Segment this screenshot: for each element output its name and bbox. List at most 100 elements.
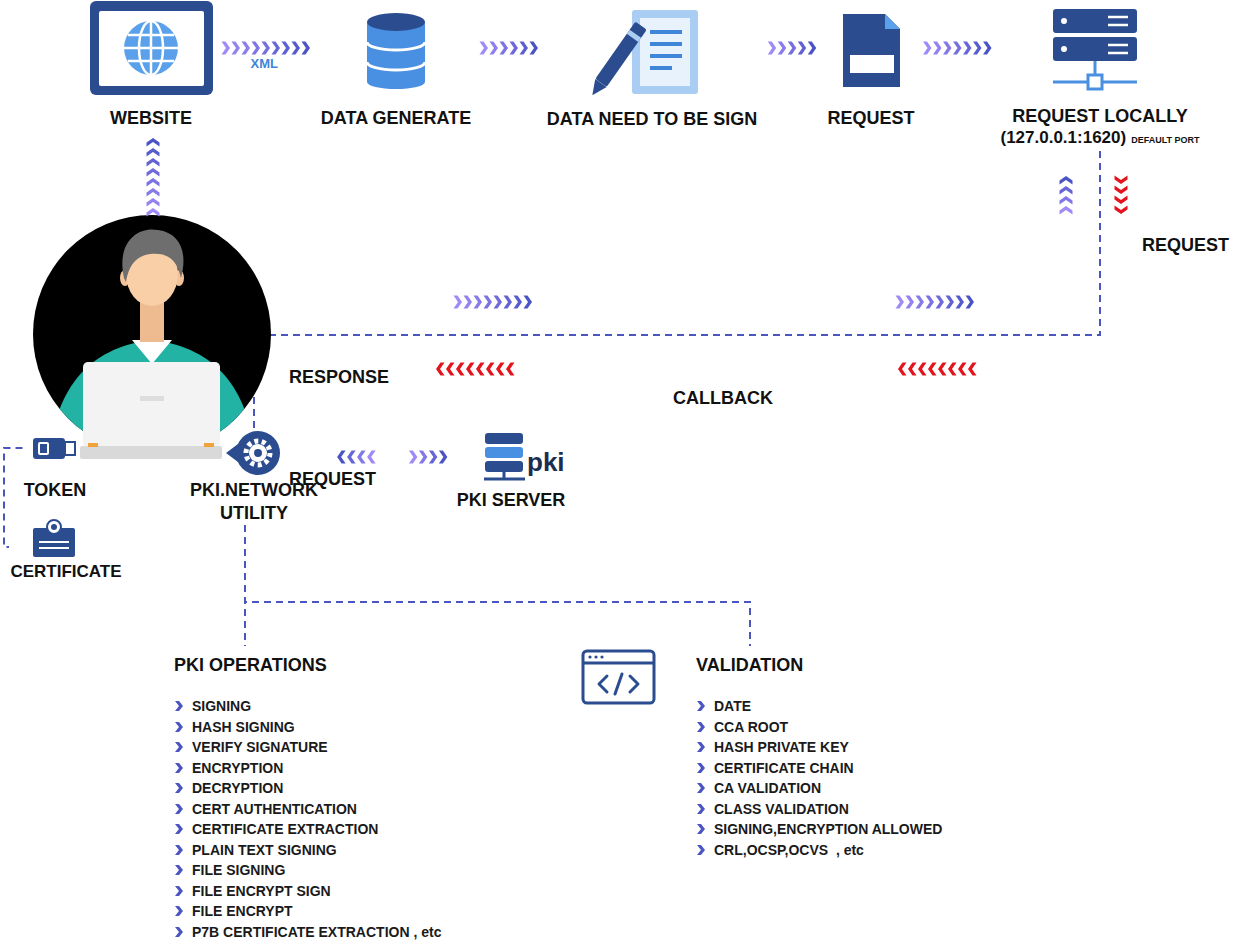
code-window-icon	[588, 655, 591, 658]
bullet-chevron	[696, 700, 706, 712]
flow-chevron	[938, 363, 947, 376]
list-item-text: FILE SIGNING	[192, 860, 285, 881]
connector-path	[334, 457, 451, 458]
code-window-icon	[599, 674, 638, 694]
bullet-chevron	[175, 742, 183, 752]
list-item: CERT AUTHENTICATION	[174, 799, 441, 820]
list-item-text: CRL,OCSP,OCVS , etc	[714, 840, 864, 861]
list-item: SIGNING	[174, 696, 441, 717]
flow-chevron	[946, 296, 955, 309]
connector-chevron	[983, 42, 992, 55]
list-body: SIGNINGHASH SIGNINGVERIFY SIGNATUREENCRY…	[174, 696, 441, 942]
certificate-icon	[39, 542, 69, 548]
list-item: VERIFY SIGNATURE	[174, 737, 441, 758]
node-label: REQUEST	[827, 107, 914, 129]
bullet-chevron	[175, 722, 183, 732]
list-item-text: CERT AUTHENTICATION	[192, 799, 357, 820]
document-icon	[650, 32, 682, 68]
list-heading: VALIDATION	[696, 654, 942, 676]
code-window-icon	[600, 655, 603, 658]
flow-chevron	[1060, 196, 1073, 205]
bullet-chevron	[174, 782, 184, 794]
connector-chevron	[480, 42, 489, 55]
flow-chevron	[464, 296, 473, 309]
bullet-chevron	[175, 886, 183, 896]
bullet-chevron	[175, 783, 183, 793]
flow-chevron	[496, 363, 505, 376]
flow-chevron	[1115, 176, 1128, 185]
list-item-text: PLAIN TEXT SIGNING	[192, 840, 337, 861]
connector-chevron	[798, 42, 807, 55]
list-item-text: SIGNING,ENCRYPTION ALLOWED	[714, 819, 942, 840]
flow-chevron	[514, 296, 523, 309]
connector-chevron	[530, 42, 539, 55]
bullet-chevron	[696, 782, 706, 794]
node-label: WEBSITE	[110, 107, 192, 129]
connector-chevron	[500, 42, 509, 55]
bullet-chevron	[174, 905, 184, 917]
list-item-text: ENCRYPTION	[192, 758, 283, 779]
list-item: HASH PRIVATE KEY	[696, 737, 942, 758]
usb-token-icon	[65, 442, 75, 455]
connector-chevron	[808, 42, 817, 55]
flow-chevron	[504, 296, 513, 309]
pki-server-icon	[484, 472, 525, 479]
document-icon	[587, 10, 698, 99]
utility-gear-icon	[246, 441, 270, 465]
flow-chevron	[454, 296, 463, 309]
connector-chevron	[409, 451, 418, 464]
bullet-chevron	[174, 721, 184, 733]
flow-chevron	[1115, 206, 1128, 215]
connector-chevron	[252, 42, 261, 55]
server-icon	[1053, 37, 1137, 61]
user-illustration	[132, 340, 172, 364]
bullet-chevron	[697, 804, 705, 814]
node-label: PKI SERVER	[457, 489, 566, 511]
label-row: CERTIFICATE	[9, 561, 123, 583]
server-icon	[1061, 18, 1067, 24]
database-icon	[367, 75, 425, 89]
flow-chevron	[147, 198, 160, 207]
flow-chevron	[147, 148, 160, 157]
flow-label: REQUEST	[1142, 235, 1243, 257]
list-item-text: CERTIFICATE EXTRACTION	[192, 819, 378, 840]
node-label: (127.0.0.1:1620)	[1000, 127, 1126, 149]
connector-chevron	[419, 451, 428, 464]
document-icon	[632, 10, 698, 94]
flow-chevron	[966, 296, 975, 309]
flow-chevron	[1060, 206, 1073, 215]
flow-chevron	[456, 363, 465, 376]
pki-server-icon	[484, 433, 525, 479]
local-server-node: REQUEST LOCALLY(127.0.0.1:1620)DEFAULT P…	[999, 8, 1201, 151]
flow-chevron	[956, 296, 965, 309]
list-item: PLAIN TEXT SIGNING	[174, 840, 441, 861]
user-illustration	[204, 443, 214, 447]
bullet-chevron	[175, 927, 183, 937]
dashed-connector	[4, 448, 23, 547]
flow-chevron	[147, 158, 160, 167]
connector-chevron	[520, 42, 529, 55]
website-icon	[124, 21, 178, 75]
connector-chevron	[232, 42, 241, 55]
list-item: FILE ENCRYPT SIGN	[174, 881, 441, 902]
connector-chevron	[429, 451, 438, 464]
bullet-chevron	[175, 804, 183, 814]
bullet-chevron	[174, 864, 184, 876]
flow-chevron	[936, 296, 945, 309]
flow-chevron	[436, 363, 445, 376]
label-row: DATA NEED TO BE SIGN	[546, 108, 759, 130]
flow-chevron	[494, 296, 503, 309]
server-icon	[1061, 46, 1067, 52]
user-illustration	[88, 443, 98, 447]
database-icon	[367, 42, 425, 70]
usb-token-icon	[39, 443, 48, 454]
list-item-text: CLASS VALIDATION	[714, 799, 849, 820]
xml-file-icon	[850, 55, 894, 73]
connector-path	[4, 448, 23, 547]
flow-chevron	[906, 296, 915, 309]
flow-label: RESPONSE	[289, 367, 1243, 389]
label-row: REQUEST	[826, 107, 916, 129]
pki-server-icon	[485, 447, 523, 458]
user-illustration	[33, 215, 271, 470]
flow-label: REQUEST	[289, 469, 1243, 491]
